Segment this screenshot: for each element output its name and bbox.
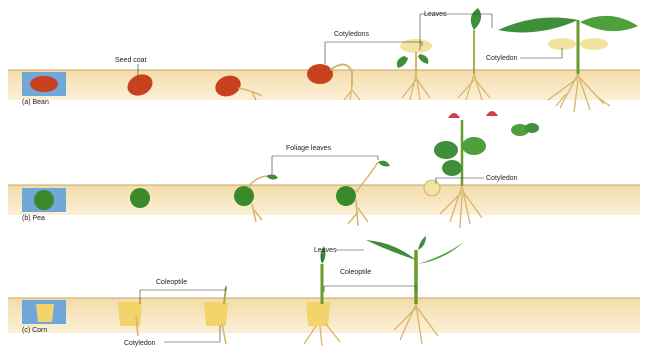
pea-soil — [8, 185, 640, 215]
corn-caption: (c) Corn — [22, 327, 47, 334]
pea-leader-cotyledon — [436, 178, 484, 184]
bean-label-leaves: Leaves — [424, 11, 447, 18]
pea-seed-2 — [234, 186, 254, 206]
bean-leaf-5 — [471, 8, 481, 30]
corn-leader-coleoptile-right — [324, 286, 416, 292]
bean-leaf-6b — [580, 16, 638, 31]
pea-flower-a — [448, 113, 460, 118]
corn-leaf-4c — [418, 236, 426, 250]
corn-seed-3 — [306, 302, 330, 326]
bean-label-cotyledon: Cotyledon — [486, 55, 518, 62]
corn-label-coleoptile-top: Coleoptile — [156, 279, 187, 286]
bean-swatch-seed — [30, 76, 58, 92]
corn-label-cotyledon: Cotyledon — [124, 340, 156, 347]
corn-row: (c) Corn Coleoptile Leaves Coleoptile Co… — [8, 236, 640, 347]
bean-leaf-6a — [498, 18, 578, 33]
bean-leaves-4 — [397, 54, 428, 68]
bean-leader-cotyledon — [520, 48, 562, 58]
bean-label-seed-coat: Seed coat — [115, 57, 147, 64]
pea-leaf-4b — [462, 137, 486, 155]
pea-leaf-4e — [525, 123, 539, 133]
corn-leaf-4b — [418, 242, 464, 264]
bean-cotyledon-4 — [400, 39, 432, 53]
pea-label-foliage-leaves: Foliage leaves — [286, 145, 332, 152]
bean-row: (a) Bean Seed coat Cotyledons Leaves — [8, 8, 640, 112]
pea-label-cotyledon: Cotyledon — [486, 175, 518, 182]
corn-swatch-seed — [36, 304, 54, 322]
pea-leaf-4a — [434, 141, 458, 159]
pea-caption: (b) Pea — [22, 215, 45, 222]
pea-cotyledon-4 — [424, 180, 440, 196]
corn-seed-1 — [118, 302, 142, 326]
pea-seed-3 — [336, 186, 356, 206]
corn-leaf-4a — [366, 240, 416, 260]
bean-label-cotyledons: Cotyledons — [334, 31, 370, 38]
pea-flower-b — [486, 111, 498, 116]
corn-seed-2 — [204, 302, 228, 326]
bean-seed-3 — [307, 64, 333, 84]
pea-leader-foliage-leaves — [272, 156, 378, 174]
bean-caption: (a) Bean — [22, 99, 49, 106]
pea-seed-1 — [130, 188, 150, 208]
bean-cotyledon-6b — [580, 38, 608, 50]
pea-leaf-4c — [442, 160, 462, 176]
pea-leaf-2 — [266, 174, 278, 179]
pea-row: (b) Pea Foliage leaves Cotyledon — [8, 111, 640, 228]
pea-swatch-seed — [34, 190, 54, 210]
pea-leaf-3 — [378, 161, 390, 167]
corn-label-leaves: Leaves — [314, 247, 337, 254]
corn-label-coleoptile-right: Coleoptile — [340, 269, 371, 276]
